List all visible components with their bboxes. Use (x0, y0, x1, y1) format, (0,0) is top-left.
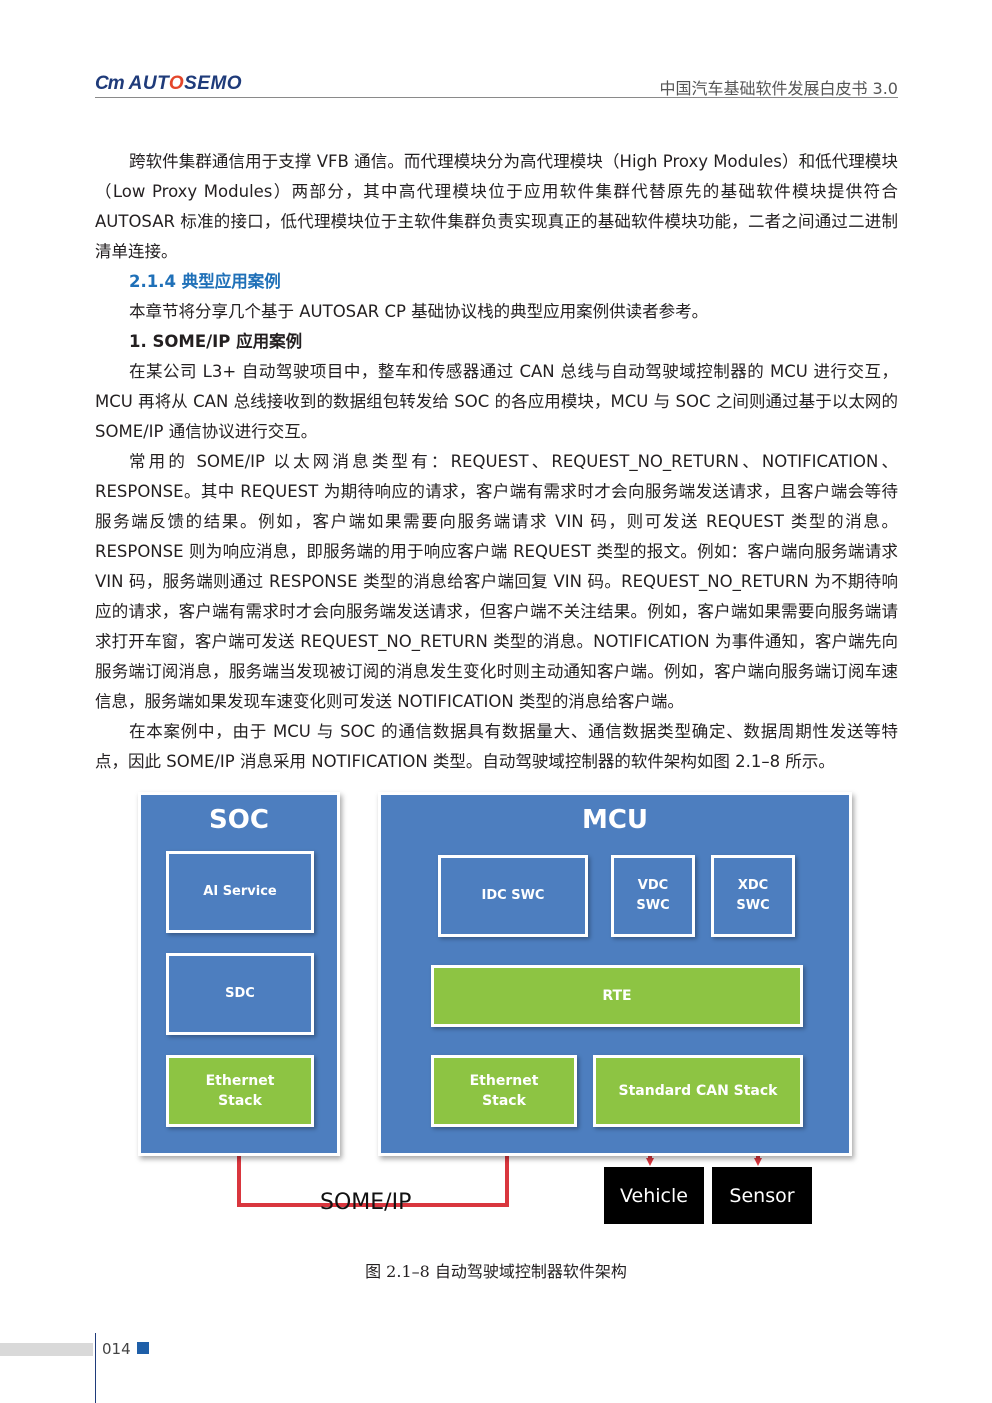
soc-title: SOC (209, 805, 269, 835)
paragraph-vfb: 跨软件集群通信用于支撑 VFB 通信。而代理模块分为高代理模块（High Pro… (95, 152, 898, 261)
paragraph-project: 在某公司 L3+ 自动驾驶项目中，整车和传感器通过 CAN 总线与自动驾驶域控制… (95, 362, 898, 441)
header-divider (95, 97, 898, 98)
xdc-swc-block: XDC SWC (711, 855, 795, 937)
rte-block: RTE (431, 965, 803, 1027)
page-number: 014 (102, 1340, 131, 1358)
someip-link (235, 1126, 511, 1207)
sensor-block: Sensor (712, 1167, 812, 1224)
mcu-ethernet-stack-block: Ethernet Stack (431, 1055, 577, 1127)
soc-panel: SOC AI Service SDC Ethernet Stack (138, 792, 340, 1156)
can-stack-block: Standard CAN Stack (593, 1055, 803, 1127)
footer-divider (95, 1333, 96, 1403)
page-marker-square (137, 1342, 149, 1354)
soc-ethernet-stack-block: Ethernet Stack (166, 1055, 314, 1127)
page-header: Cm AUTOSEMO 中国汽车基础软件发展白皮书 3.0 (95, 70, 898, 98)
footer-bar (0, 1343, 93, 1356)
someip-label: SOME/IP (320, 1190, 412, 1215)
idc-swc-block: IDC SWC (438, 855, 588, 937)
body-text: 跨软件集群通信用于支撑 VFB 通信。而代理模块分为高代理模块（High Pro… (95, 147, 898, 777)
vdc-swc-block: VDC SWC (611, 855, 695, 937)
sdc-block: SDC (166, 953, 314, 1035)
ai-service-block: AI Service (166, 851, 314, 933)
figure-caption: 图 2.1–8 自动驾驶域控制器软件架构 (365, 1262, 627, 1281)
vehicle-block: Vehicle (604, 1167, 704, 1224)
case-heading: 1. SOME/IP 应用案例 (129, 332, 303, 351)
architecture-diagram: SOC AI Service SDC Ethernet Stack MCU ID… (136, 790, 856, 1230)
mcu-panel: MCU IDC SWC VDC SWC XDC SWC RTE Ethernet… (378, 792, 852, 1156)
paragraph-intro: 本章节将分享几个基于 AUTOSAR CP 基础协议栈的典型应用案例供读者参考。 (129, 302, 709, 321)
document-title: 中国汽车基础软件发展白皮书 3.0 (659, 79, 898, 98)
mcu-title: MCU (581, 805, 649, 835)
section-heading: 2.1.4 典型应用案例 (129, 272, 281, 291)
logo-text: AUTOSEMO (128, 73, 243, 94)
paragraph-message-types: 常用的 SOME/IP 以太网消息类型有：REQUEST、REQUEST_NO_… (95, 452, 898, 711)
autosemo-logo: Cm AUTOSEMO (95, 72, 242, 96)
paragraph-case: 在本案例中，由于 MCU 与 SOC 的通信数据具有数据量大、通信数据类型确定、… (95, 722, 898, 771)
logo-mark: Cm (95, 73, 125, 94)
